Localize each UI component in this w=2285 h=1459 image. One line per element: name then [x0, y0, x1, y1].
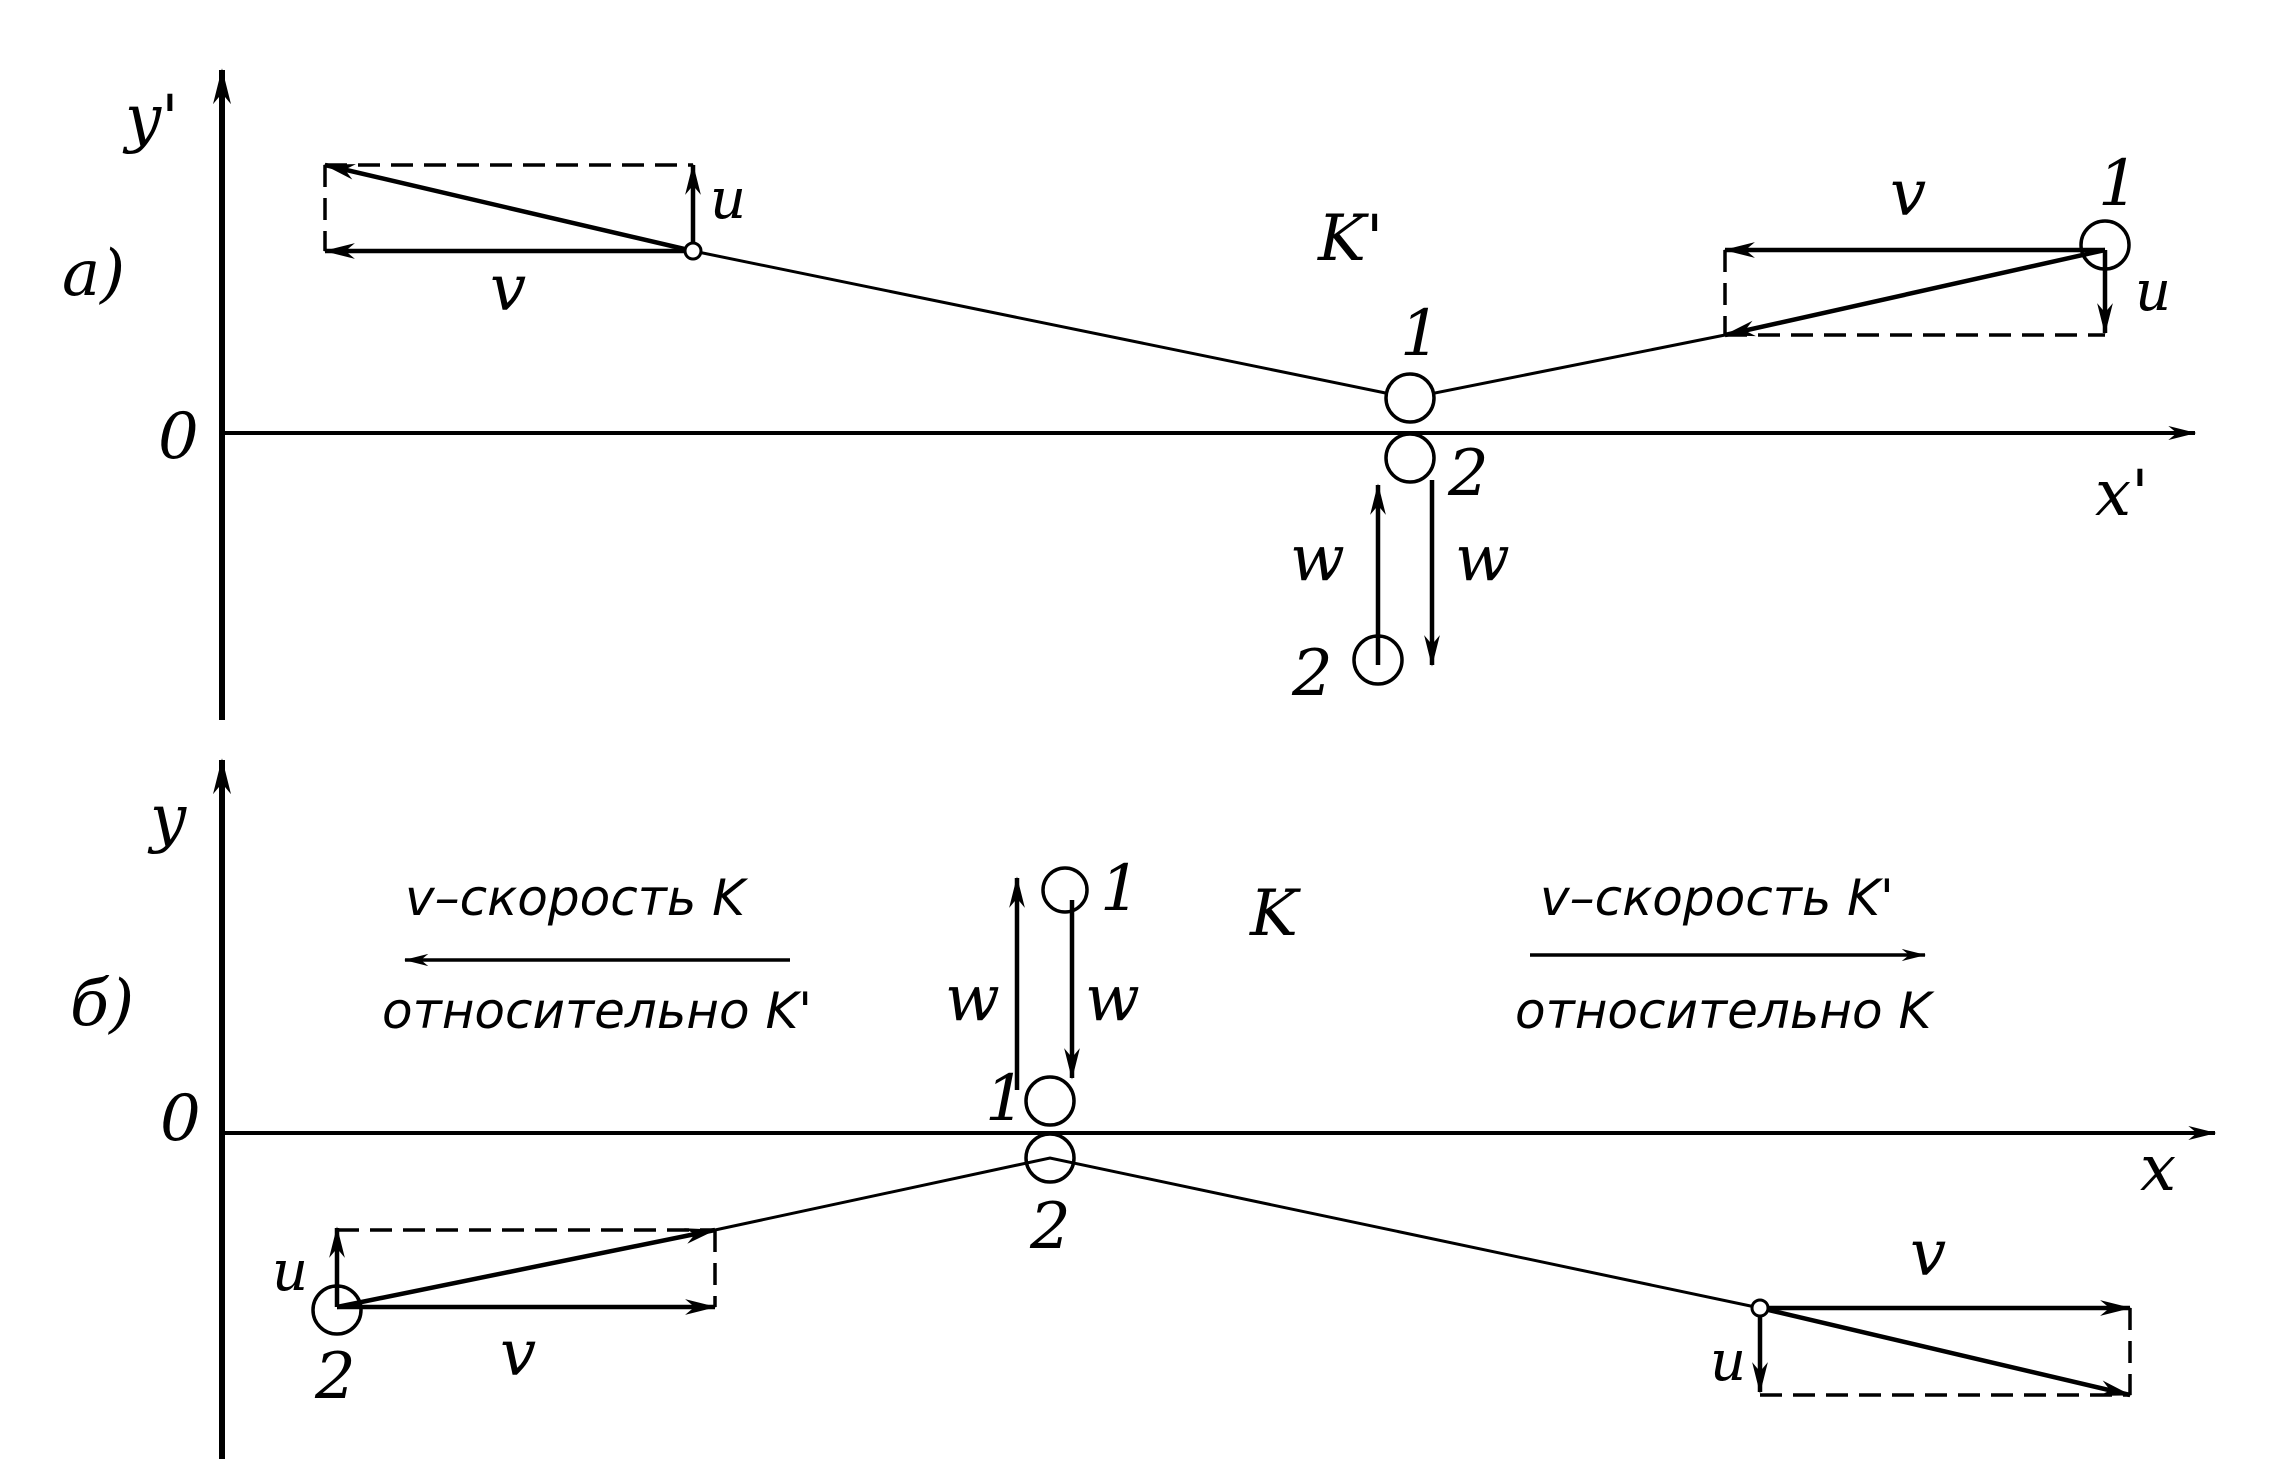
caption-left-line-2: относительно K': [382, 982, 812, 1040]
caption-right-line-1: v–скорость K': [1540, 869, 1894, 927]
v-label-right-b: v: [1910, 1217, 1946, 1291]
w-right-label-b: w: [1085, 962, 1140, 1036]
w-down-label-a: w: [1455, 522, 1510, 596]
particle-1-collision-b: [1024, 1075, 1076, 1127]
u-label-left-b: u: [272, 1239, 308, 1304]
x-axis-label: x: [2140, 1132, 2176, 1206]
velocity-resultant-right-b: [1759, 1305, 2132, 1398]
x-prime-axis-label: x': [2095, 457, 2149, 531]
w-up-label-a: w: [1290, 522, 1345, 596]
v-label-left-b: v: [500, 1317, 536, 1391]
u-label-left-a: u: [710, 167, 746, 232]
v-label-left-a: v: [490, 252, 526, 326]
panel-b: б) y x 0 K v–скорость K относительно K' …: [70, 758, 2217, 1459]
p1-far-label-b: 1: [1100, 852, 1141, 926]
p2-near-label-b: 2: [1029, 1190, 1071, 1264]
particle-2-start-a: [1352, 634, 1404, 686]
particle-2-start-b: [311, 1284, 363, 1336]
trajectory-particle-2: [336, 1156, 2131, 1397]
p1-near-label-b: 1: [985, 1062, 1026, 1136]
particle-1-collision-a: [1384, 372, 1436, 424]
particle-1-start-a: [2079, 219, 2131, 271]
y-axis-label: y: [147, 782, 187, 856]
velocity-resultant-left-b: [336, 1227, 717, 1310]
panel-b-label: б): [70, 967, 134, 1041]
w-left-label-b: w: [945, 962, 1000, 1036]
u-label-right-b: u: [1710, 1329, 1746, 1394]
velocity-resultant-right: [1723, 247, 2106, 338]
caption-right-line-2: относительно K: [1515, 982, 1935, 1040]
origin-label-b: 0: [160, 1082, 201, 1156]
particle-1-point-left: [683, 241, 703, 261]
p2-far-label-a: 2: [1291, 637, 1333, 711]
v-label-right-a: v: [1890, 157, 1926, 231]
origin-label-a: 0: [158, 400, 199, 474]
p1-far-label-a: 1: [2098, 147, 2139, 221]
panel-a: а) y' x' 0 K' v u 1 v u 1 2 w: [62, 68, 2197, 720]
u-label-right-a: u: [2135, 259, 2171, 324]
particle-2-collision-a: [1384, 432, 1436, 484]
p2-near-label-a: 2: [1447, 437, 1489, 511]
frame-label-k-prime: K': [1317, 202, 1383, 276]
p2-far-label-b: 2: [314, 1340, 356, 1414]
panel-a-label: а): [62, 237, 125, 311]
p1-near-label-a: 1: [1400, 297, 1441, 371]
particle-2-point-right: [1750, 1298, 1770, 1318]
caption-left-line-1: v–скорость K: [405, 869, 749, 927]
trajectory-particle-1: [324, 163, 2106, 400]
frame-label-k: K: [1249, 877, 1301, 951]
velocity-resultant-left: [323, 162, 694, 254]
particle-1-start-b: [1041, 866, 1089, 914]
y-prime-axis-label: y': [122, 82, 179, 156]
